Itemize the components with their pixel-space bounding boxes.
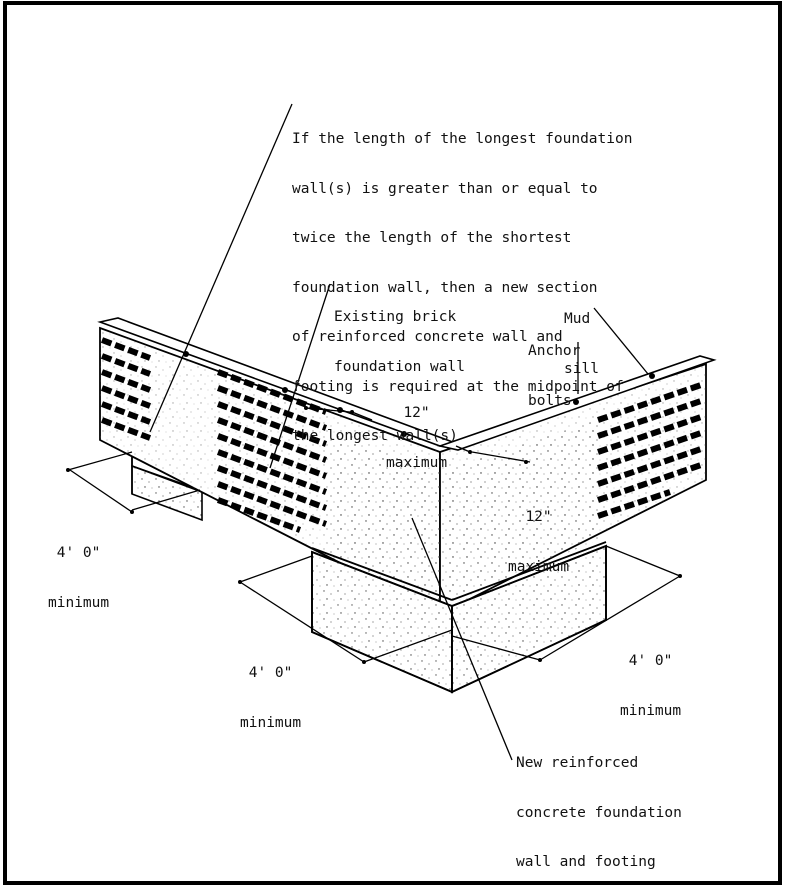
dim-12-top-label: 12" maximum xyxy=(386,372,447,488)
dim-value: 12" xyxy=(525,509,552,525)
mud-sill-label: Mud sill xyxy=(564,278,599,394)
leader-lines xyxy=(149,103,649,761)
new-wall-line: concrete foundation xyxy=(516,804,682,821)
note-line: If the length of the longest foundation xyxy=(292,131,633,147)
dim-value: 4' 0" xyxy=(56,545,101,561)
note-text: If the length of the longest foundation … xyxy=(292,98,632,461)
anchor-label-line: bolts xyxy=(528,392,572,409)
existing-brick-label: Existing brick foundation wall xyxy=(334,276,465,392)
brick-patch-middle xyxy=(216,369,328,533)
dim-4-bottom-label: 4' 0" minimum xyxy=(240,632,301,748)
anchor-bolts-right xyxy=(573,373,655,405)
note-line: twice the length of the shortest xyxy=(292,230,572,246)
note-line: the longest wall(s) xyxy=(292,428,458,444)
brick-label-line: foundation wall xyxy=(334,358,465,375)
front-footing xyxy=(311,541,607,694)
note-line: foundation wall, then a new section xyxy=(292,279,598,296)
dim-value: 4' 0" xyxy=(248,665,293,681)
anchor-bolts-label: Anchor bolts xyxy=(528,310,580,426)
note-line: wall(s) is greater than or equal to xyxy=(292,180,598,197)
dim-value: 4' 0" xyxy=(628,653,673,669)
dim-12-right-label: 12" maximum xyxy=(508,476,569,592)
brick-patch-left xyxy=(100,337,152,441)
new-wall-line: New reinforced xyxy=(516,755,639,771)
dim-unit: maximum xyxy=(386,454,448,471)
dim-unit: maximum xyxy=(508,558,570,575)
frame-border xyxy=(3,1,782,885)
note-line: of reinforced concrete wall and xyxy=(292,329,563,345)
new-wall-label: New reinforced concrete foundation wall … xyxy=(516,722,682,887)
dimension-lines xyxy=(67,407,681,663)
new-wall-line: wall and footing xyxy=(516,854,656,870)
brick-label-line: Existing brick xyxy=(334,309,457,325)
anchor-label-line: Anchor xyxy=(528,343,581,359)
brick-patch-right xyxy=(597,381,705,519)
new-concrete-section xyxy=(330,420,598,606)
dim-unit: minimum xyxy=(48,594,110,611)
mudsill-label-line: Mud xyxy=(564,311,591,327)
dim-4-left-label: 4' 0" minimum xyxy=(48,512,109,628)
dim-4-right-label: 4' 0" minimum xyxy=(620,620,681,736)
note-line: footing is required at the midpoint of xyxy=(292,378,624,395)
dim-unit: minimum xyxy=(620,702,682,719)
dim-unit: minimum xyxy=(240,714,302,731)
dim-value: 12" xyxy=(403,405,430,421)
mudsill-label-line: sill xyxy=(564,360,599,377)
dimension-ticks xyxy=(66,406,682,664)
